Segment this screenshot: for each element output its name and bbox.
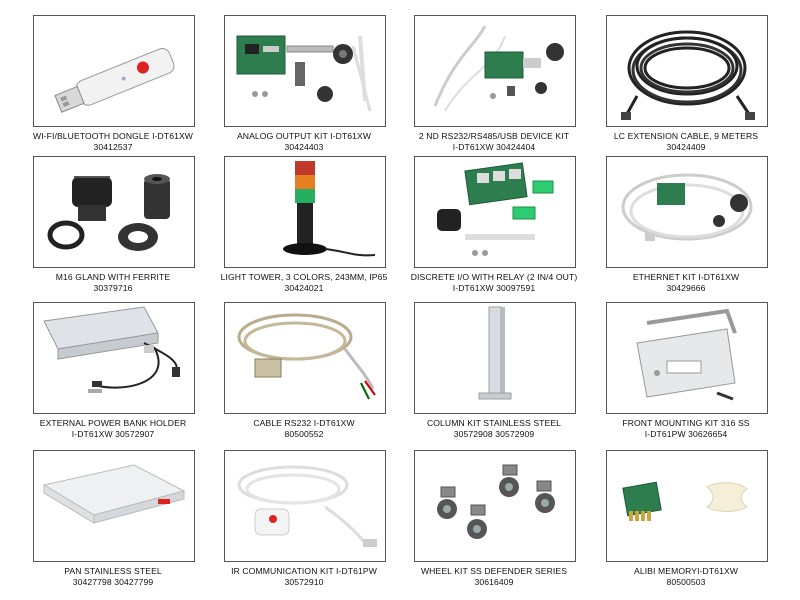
relay-board-icon xyxy=(437,162,554,256)
product-name: DISCRETE I/O WITH RELAY (2 IN/4 OUT) xyxy=(410,272,578,282)
product-image xyxy=(224,450,386,562)
product-image xyxy=(33,156,195,268)
product-caption: FRONT MOUNTING KIT 316 SS I-DT61PW 30626… xyxy=(590,418,782,440)
product-caption: 2 ND RS232/RS485/USB DEVICE KIT I-DT61XW… xyxy=(398,131,590,153)
ir-communication-kit-icon xyxy=(237,465,377,547)
product-caption: COLUMN KIT STAINLESS STEEL 30572908 3057… xyxy=(398,418,590,440)
product-image xyxy=(33,15,195,127)
product-name: M16 GLAND WITH FERRITE xyxy=(55,272,171,282)
product-caption: WHEEL KIT SS DEFENDER SERIES 30616409 xyxy=(398,566,590,588)
product-name: ETHERNET KIT I-DT61XW xyxy=(632,272,740,282)
extension-cable-icon xyxy=(621,30,755,120)
product-caption: CABLE RS232 I-DT61XW 80500552 xyxy=(208,418,400,440)
product-caption: M16 GLAND WITH FERRITE 30379716 xyxy=(17,272,209,294)
product-image xyxy=(224,156,386,268)
product-code: 30616409 xyxy=(474,577,514,587)
product-code: I-DT61XW 30097591 xyxy=(452,283,536,293)
device-kit-board-icon xyxy=(433,25,564,112)
product-caption: EXTERNAL POWER BANK HOLDER I-DT61XW 3057… xyxy=(17,418,209,440)
product-image xyxy=(33,302,195,414)
light-tower-icon xyxy=(283,161,376,257)
product-code: 80500552 xyxy=(284,429,324,439)
product-name: CABLE RS232 I-DT61XW xyxy=(253,418,355,428)
mounting-kit-icon xyxy=(636,308,737,401)
product-image xyxy=(414,15,576,127)
product-caption: PAN STAINLESS STEEL 30427798 30427799 xyxy=(17,566,209,588)
product-name: ALIBI MEMORYI-DT61XW xyxy=(633,566,739,576)
product-code: 30572908 30572909 xyxy=(453,429,535,439)
product-image xyxy=(606,302,768,414)
product-code: I-DT61XW 30424404 xyxy=(452,142,536,152)
product-code: 30427798 30427799 xyxy=(72,577,154,587)
product-name: WHEEL KIT SS DEFENDER SERIES xyxy=(420,566,568,576)
product-image xyxy=(224,302,386,414)
product-image xyxy=(414,450,576,562)
product-code: I-DT61XW 30572907 xyxy=(71,429,155,439)
product-name: PAN STAINLESS STEEL xyxy=(64,566,162,576)
product-caption: LIGHT TOWER, 3 COLORS, 243MM, IP65 30424… xyxy=(208,272,400,294)
power-bank-holder-icon xyxy=(43,306,180,393)
wifi-dongle-icon xyxy=(54,48,175,113)
wheel-kit-icon xyxy=(437,464,555,539)
product-code: 30424403 xyxy=(284,142,324,152)
product-name: EXTERNAL POWER BANK HOLDER xyxy=(39,418,187,428)
product-code: 30572910 xyxy=(284,577,324,587)
product-name: IR COMMUNICATION KIT I-DT61PW xyxy=(231,566,377,576)
ethernet-kit-icon xyxy=(621,173,753,241)
rs232-cable-icon xyxy=(237,313,376,400)
product-image xyxy=(606,156,768,268)
product-name: LC EXTENSION CABLE, 9 METERS xyxy=(613,131,759,141)
product-name: LIGHT TOWER, 3 COLORS, 243MM, IP65 xyxy=(220,272,388,282)
product-image xyxy=(414,156,576,268)
product-caption: IR COMMUNICATION KIT I-DT61PW 30572910 xyxy=(208,566,400,588)
product-name: COLUMN KIT STAINLESS STEEL xyxy=(426,418,562,428)
product-name: ANALOG OUTPUT KIT I-DT61XW xyxy=(236,131,372,141)
analog-output-kit-icon xyxy=(236,35,372,112)
product-caption: ALIBI MEMORYI-DT61XW 80500503 xyxy=(590,566,782,588)
product-image xyxy=(33,450,195,562)
product-caption: LC EXTENSION CABLE, 9 METERS 30424409 xyxy=(590,131,782,153)
product-image xyxy=(414,302,576,414)
product-code: 80500503 xyxy=(666,577,706,587)
product-code: 30429666 xyxy=(666,283,706,293)
product-code: 30412537 xyxy=(93,142,133,152)
product-caption: WI-FI/BLUETOOTH DONGLE I-DT61XW 30412537 xyxy=(17,131,209,153)
product-name: 2 ND RS232/RS485/USB DEVICE KIT xyxy=(418,131,570,141)
stainless-pan-icon xyxy=(42,464,186,524)
product-caption: ANALOG OUTPUT KIT I-DT61XW 30424403 xyxy=(208,131,400,153)
product-caption: DISCRETE I/O WITH RELAY (2 IN/4 OUT) I-D… xyxy=(398,272,590,294)
product-image xyxy=(224,15,386,127)
gland-ferrite-icon xyxy=(47,174,170,251)
product-name: FRONT MOUNTING KIT 316 SS xyxy=(622,418,750,428)
product-code: I-DT61PW 30626654 xyxy=(644,429,728,439)
product-code: 30424409 xyxy=(666,142,706,152)
alibi-memory-icon xyxy=(622,481,748,521)
product-code: 30379716 xyxy=(93,283,133,293)
product-image xyxy=(606,450,768,562)
product-name: WI-FI/BLUETOOTH DONGLE I-DT61XW xyxy=(32,131,194,141)
product-caption: ETHERNET KIT I-DT61XW 30429666 xyxy=(590,272,782,294)
column-kit-icon xyxy=(478,306,512,400)
product-code: 30424021 xyxy=(284,283,324,293)
product-image xyxy=(606,15,768,127)
